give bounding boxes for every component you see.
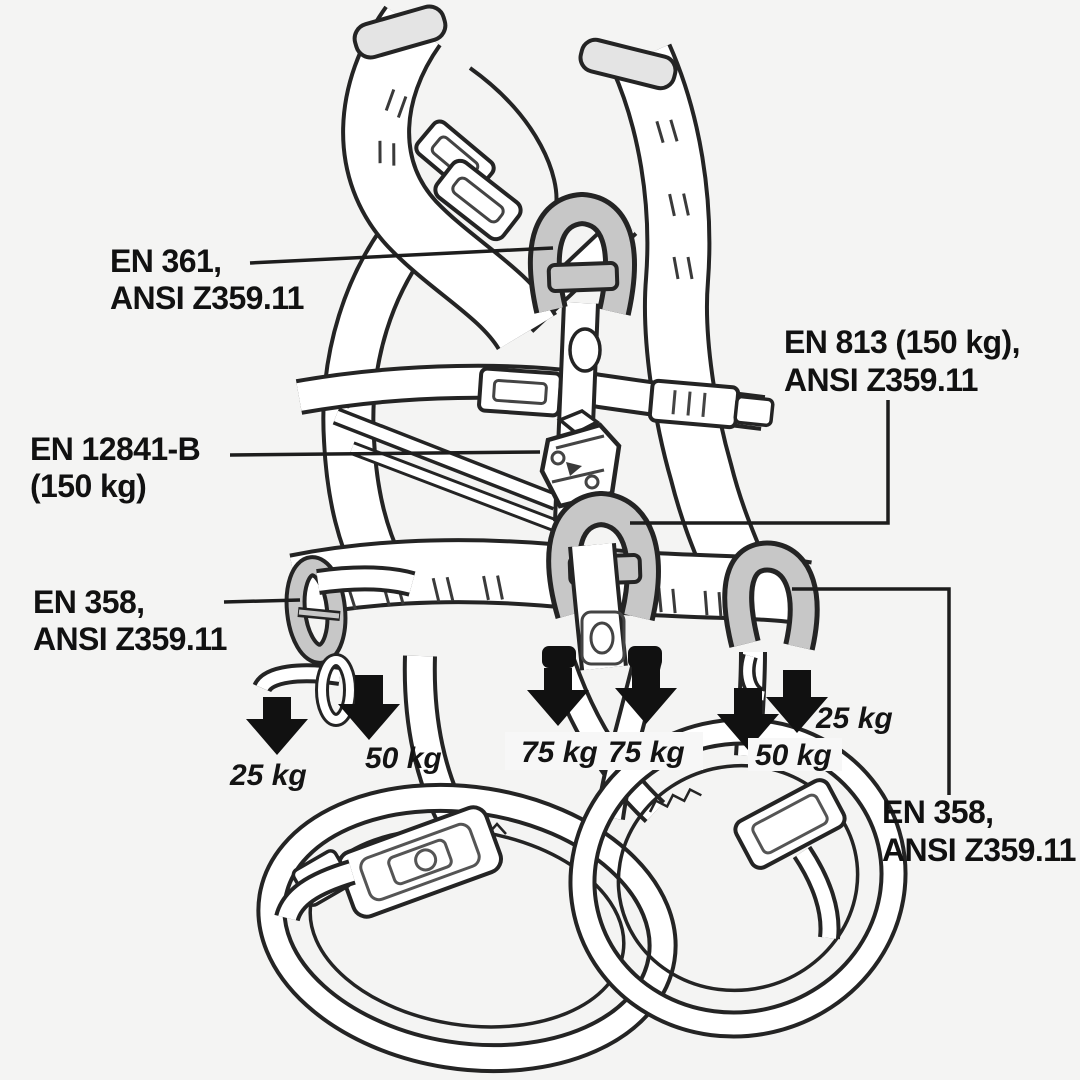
chest-strap-end-tab	[733, 394, 775, 428]
shoulder-pad-cap-left	[352, 4, 448, 60]
leg-buckle-left	[337, 805, 503, 919]
weight-right-inner: 50 kg	[755, 739, 832, 772]
leg-loop-right	[553, 701, 923, 1056]
leader-lines	[223, 246, 951, 795]
chest-buckle-right	[647, 378, 741, 430]
weight-left-outer: 25 kg	[229, 759, 307, 792]
load-arrow-left-inner	[338, 675, 400, 740]
label-en813-line2: ANSI Z359.11	[784, 362, 978, 398]
sternal-webbing	[570, 303, 602, 522]
sternal-d-ring	[545, 209, 620, 312]
leader-en358-right	[792, 587, 951, 795]
shoulder-buckle-lower	[433, 158, 523, 242]
label-en813-line1: EN 813 (150 kg),	[784, 324, 1020, 360]
label-en358-left-line1: EN 358,	[33, 584, 144, 620]
load-arrow-center-left	[527, 668, 589, 726]
load-arrow-right-inner	[717, 688, 779, 750]
leader-en813	[630, 400, 890, 525]
label-en361-line1: EN 361,	[110, 243, 221, 279]
leader-en12841b	[229, 450, 541, 457]
weight-right-outer: 25 kg	[815, 702, 893, 735]
weight-labels: 25 kg 50 kg 75 kg 75 kg 50 kg 25 kg	[229, 702, 893, 792]
elastic-zigzag-right	[648, 787, 702, 813]
weight-center-left: 75 kg	[521, 736, 598, 769]
load-arrow-right-outer	[766, 670, 828, 733]
label-en358-left-line2: ANSI Z359.11	[33, 621, 227, 657]
weight-center-right: 75 kg	[608, 736, 685, 769]
label-backing	[748, 738, 842, 771]
leg-buckle-right	[733, 778, 847, 870]
label-en361-line2: ANSI Z359.11	[110, 280, 304, 316]
label-en12841b-line1: EN 12841-B	[30, 431, 200, 467]
gear-tab-center-right	[628, 646, 662, 668]
leg-strap-tail-right	[802, 852, 830, 938]
label-backing	[505, 732, 703, 770]
callout-labels: EN 361, ANSI Z359.11 EN 813 (150 kg), AN…	[30, 243, 1076, 868]
gear-tab-center-left	[542, 646, 576, 668]
label-en358-right-line1: EN 358,	[882, 794, 993, 830]
ventral-webbing	[582, 545, 624, 668]
shoulder-pad-cap-right	[578, 37, 678, 91]
shoulder-strap-right	[641, 57, 737, 574]
dorsal-neck-strap	[468, 66, 559, 207]
load-arrow-center-right	[615, 663, 677, 724]
chest-buckle-left	[477, 366, 563, 418]
weight-left-inner: 50 kg	[365, 742, 442, 775]
leader-en361	[249, 246, 554, 265]
leader-en358-left	[223, 598, 301, 604]
load-arrows	[246, 663, 828, 755]
side-d-ring-left	[292, 564, 416, 656]
load-arrow-left-outer	[246, 697, 308, 755]
label-en358-right-line2: ANSI Z359.11	[882, 832, 1076, 868]
label-en12841b-line2: (150 kg)	[30, 468, 146, 504]
